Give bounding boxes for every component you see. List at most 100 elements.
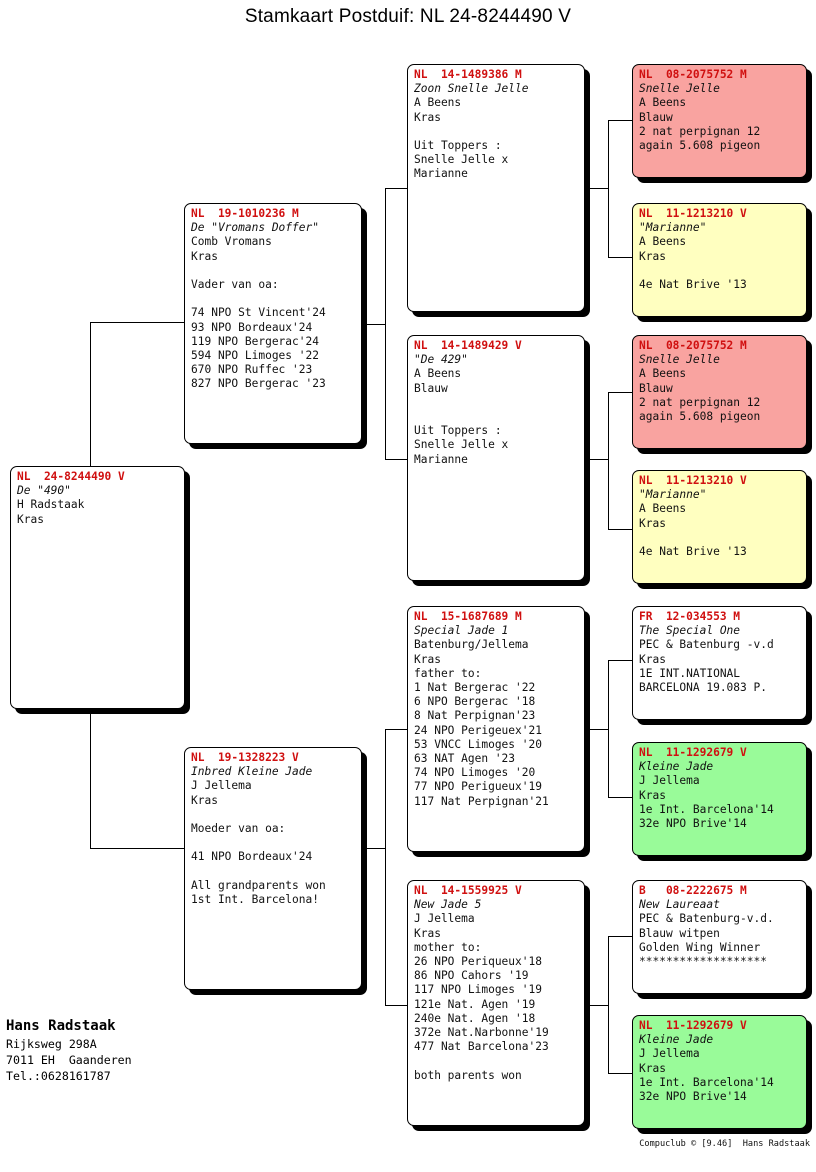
owner-city: 7011 EH Gaanderen: [6, 1053, 132, 1067]
bird-detail-line: 63 NAT Agen '23: [414, 752, 516, 766]
bird-nickname: Snelle Jelle: [639, 82, 720, 96]
ring-number: NL 14-1489429 V: [414, 339, 522, 352]
bird-nickname: Special Jade 1: [414, 624, 509, 638]
bird-detail-line: PEC & Batenburg -v.d: [639, 638, 774, 652]
owner-phone: Tel.:0628161787: [6, 1069, 111, 1083]
ring-number: NL 08-2075752 M: [639, 68, 747, 81]
spacer: [639, 531, 801, 545]
connector-ff-in: [586, 188, 609, 189]
ring-number: NL 24-8244490 V: [17, 470, 125, 483]
bird-nickname: The Special One: [639, 624, 741, 638]
bird-detail-line: Kras: [414, 926, 441, 940]
connector-mf-in: [586, 729, 609, 730]
bird-detail-line: 2 nat perpignan 12: [639, 395, 761, 409]
bird-detail-line: BARCELONA 19.083 P.: [639, 681, 767, 695]
bird-detail-line: Kras: [17, 512, 44, 526]
spacer: [191, 292, 356, 306]
connector-mm-to-mmf: [608, 936, 632, 937]
bird-detail-line: PEC & Batenburg-v.d.: [639, 912, 774, 926]
bird-detail-line: Kras: [639, 788, 666, 802]
bird-detail-line: again 5.608 pigeon: [639, 410, 761, 424]
owner-name: Hans Radstaak: [6, 1018, 116, 1034]
bird-nickname: Snelle Jelle: [639, 353, 720, 367]
bird-detail-line: *******************: [639, 955, 767, 969]
bird-detail-line: 32e NPO Brive'14: [639, 817, 747, 831]
connector-mm-to-mmm: [608, 1073, 632, 1074]
bird-detail-line: both parents won: [414, 1068, 522, 1082]
bird-nickname: New Laureaat: [639, 898, 720, 912]
connector-mother-trunk: [385, 729, 386, 1005]
bird-detail-line: H Radstaak: [17, 498, 85, 512]
bird-nickname: "Marianne": [639, 221, 707, 235]
connector-mm-in: [586, 1005, 609, 1006]
bird-nickname: Kleine Jade: [639, 760, 714, 774]
connector-ff-to-ffm: [608, 257, 632, 258]
bird-detail-line: 74 NPO St Vincent'24: [191, 306, 326, 320]
connector-mf-trunk: [608, 660, 609, 797]
bird-detail-line: 240e Nat. Agen '18: [414, 1011, 536, 1025]
bird-detail-line: 1e Int. Barcelona'14: [639, 802, 774, 816]
bird-detail-line: 26 NPO Periqueux'18: [414, 955, 542, 969]
bird-detail-line: Kras: [639, 1061, 666, 1075]
connector-fm-to-fmf: [608, 392, 632, 393]
bird-detail-line: Kras: [191, 793, 218, 807]
bird-detail-line: 117 Nat Perpignan'21: [414, 794, 549, 808]
bird-detail-line: J Jellema: [191, 779, 252, 793]
bird-detail-line: Kras: [639, 249, 666, 263]
bird-detail-line: Comb Vromans: [191, 235, 272, 249]
ring-number: NL 14-1559925 V: [414, 884, 522, 897]
bird-detail-line: 6 NPO Bergerac '18: [414, 695, 536, 709]
ring-number: NL 11-1292679 V: [639, 746, 747, 759]
connector-fm-to-fmm: [608, 529, 632, 530]
bird-detail-line: 670 NPO Ruffec '23: [191, 363, 313, 377]
bird-detail-line: Uit Toppers :: [414, 424, 502, 438]
bird-detail-line: 1 Nat Bergerac '22: [414, 681, 536, 695]
spacer: [414, 410, 579, 424]
bird-detail-line: Batenburg/Jellema: [414, 638, 529, 652]
bird-nickname: "De 429": [414, 353, 468, 367]
bird-nickname: Kleine Jade: [639, 1033, 714, 1047]
spacer: [414, 125, 579, 139]
footer-credit: Compuclub © [9.46] Hans Radstaak: [639, 1139, 810, 1149]
bird-detail-line: Uit Toppers :: [414, 139, 502, 152]
connector-fm-trunk: [608, 392, 609, 529]
bird-detail-line: Snelle Jelle x: [414, 438, 509, 452]
bird-detail-line: 827 NPO Bergerac '23: [191, 377, 326, 391]
connector-mf-to-mfm: [608, 797, 632, 798]
bird-nickname: "Marianne": [639, 488, 707, 502]
bird-detail-line: Kras: [639, 516, 666, 530]
bird-detail-line: Snelle Jelle x: [414, 153, 509, 167]
bird-detail-line: mother to:: [414, 940, 482, 954]
connector-mm-trunk: [608, 936, 609, 1073]
bird-detail-line: 8 Nat Perpignan'23: [414, 709, 536, 723]
ring-number: NL 19-1328223 V: [191, 751, 299, 764]
connector-father-to-fm: [385, 459, 407, 460]
ring-number: NL 15-1687689 M: [414, 610, 522, 623]
bird-detail-line: 2 nat perpignan 12: [639, 124, 761, 138]
bird-detail-line: J Jellema: [639, 774, 700, 788]
connector-mother-in: [363, 848, 386, 849]
bird-detail-line: 117 NPO Limoges '19: [414, 983, 542, 997]
bird-detail-line: J Jellema: [639, 1047, 700, 1061]
bird-detail-line: again 5.608 pigeon: [639, 139, 761, 153]
bird-detail-line: Kras: [414, 110, 441, 124]
bird-detail-line: A Beens: [639, 235, 687, 249]
bird-detail-line: 74 NPO Limoges '20: [414, 766, 536, 780]
spacer: [191, 808, 356, 822]
bird-detail-line: Blauw witpen: [639, 926, 720, 940]
